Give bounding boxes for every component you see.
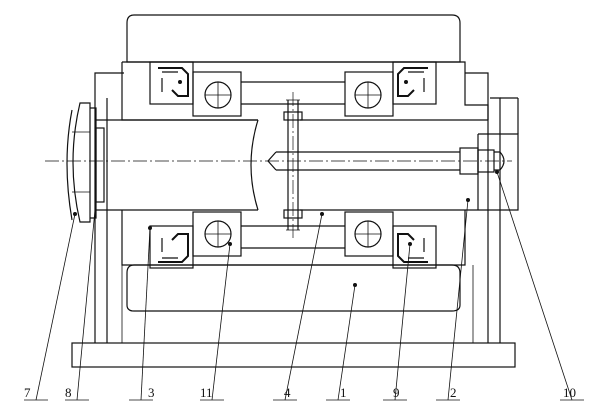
lower-bearing-set (149, 211, 437, 269)
base-plate (71, 342, 516, 368)
callout-4: 4 (284, 385, 291, 400)
clamp-nut (66, 102, 105, 223)
upper-bearing-set (149, 61, 437, 117)
leader-dots (73, 80, 499, 287)
callout-10: 10 (563, 385, 576, 400)
callout-7: 7 (24, 385, 31, 400)
housing (121, 14, 489, 312)
spindle-shaft (95, 97, 519, 211)
callout-2: 2 (450, 385, 457, 400)
callout-1: 1 (340, 385, 347, 400)
callout-11: 11 (200, 385, 213, 400)
callout-8: 8 (65, 385, 72, 400)
leader-lines (24, 171, 584, 401)
callout-labels: 7 8 3 11 4 1 9 2 10 (24, 385, 576, 400)
callout-9: 9 (393, 385, 400, 400)
callout-3: 3 (148, 385, 155, 400)
